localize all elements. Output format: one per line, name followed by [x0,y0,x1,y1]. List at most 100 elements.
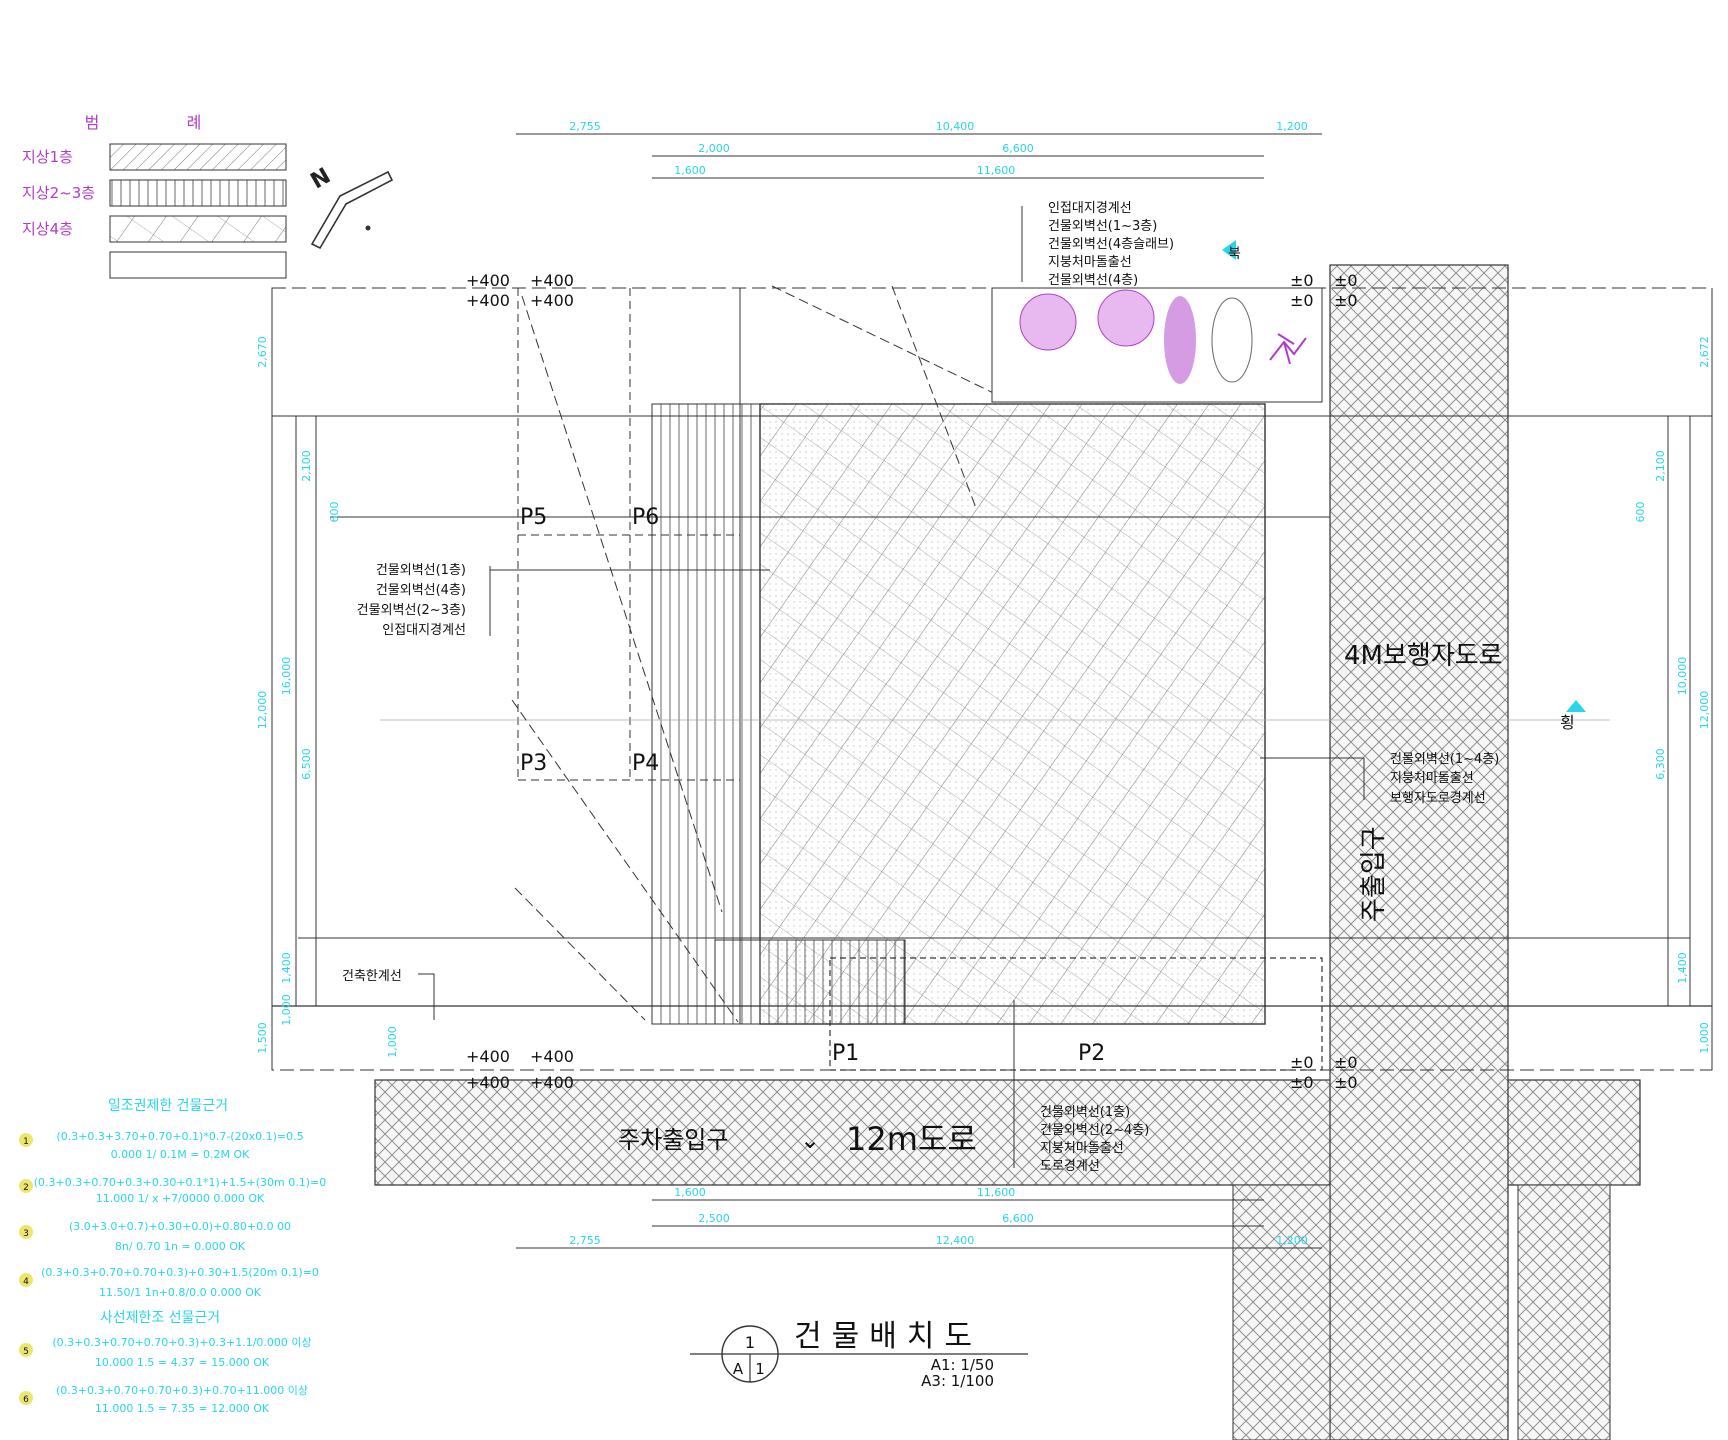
svg-text:(0.3+0.3+0.70+0.70+0.3)+0.3+1.: (0.3+0.3+0.70+0.70+0.3)+0.3+1.1/0.000 이상 [52,1336,311,1349]
left-callout-1: 건물외벽선(1층) [376,563,466,578]
north-marker-label: 북 [1228,246,1241,262]
side-marker-label: 횡 [1560,713,1575,732]
scale-a1: A1: 1/50 [931,1356,994,1374]
parking-labels: P5 P6 P3 P4 P1 P2 [520,505,1105,1066]
bottom-callout-2: 건물외벽선(2~4층) [1040,1123,1149,1138]
canopy-outline [829,957,1323,1071]
build-limit-callout: 건축한계선 [342,969,435,1020]
dim-bottom-3-c: 1,200 [1276,1234,1308,1247]
svg-text:(0.3+0.3+0.70+0.70+0.3)+0.70+1: (0.3+0.3+0.70+0.70+0.3)+0.70+11.000 이상 [56,1384,308,1397]
dim-left-4: 600 [328,502,341,523]
top-callout-3: 건물외벽선(4층슬래브) [1048,237,1174,252]
level-br1: ±0 [1290,1053,1314,1072]
svg-text:(0.3+0.3+0.70+0.70+0.3)+0.30+1: (0.3+0.3+0.70+0.70+0.3)+0.30+1.5(20m 0.1… [41,1266,319,1279]
level-bl3: +400 [466,1073,510,1092]
arrow-down-icon: ⌄ [800,1126,820,1154]
dim-top-1-c: 1,200 [1276,120,1308,133]
pedestrian-road [1329,264,1509,1440]
level-tl3: +400 [466,291,510,310]
svg-text:5: 5 [23,1347,29,1357]
level-br4: ±0 [1334,1073,1358,1092]
regs-title-2: 사선제한조 선물근거 [100,1310,220,1326]
level-br3: ±0 [1290,1073,1314,1092]
road-right-lower [1517,1184,1611,1440]
north-label: N [307,164,335,195]
bottom-callout: 건물외벽선(1층) 건물외벽선(2~4층) 지붕처마돌출선 도로경계선 [1013,1000,1149,1174]
svg-text:11.000 1.5 = 7.35 = 12.000 OK: 11.000 1.5 = 7.35 = 12.000 OK [95,1402,270,1415]
level-tr1: ±0 [1290,271,1314,290]
road-corner-lower [1232,1184,1331,1440]
left-callout-3: 건물외벽선(2~3층) [357,603,466,618]
svg-text:2: 2 [23,1183,29,1193]
svg-text:(0.3+0.3+0.70+0.3+0.30+0.1*1)+: (0.3+0.3+0.70+0.3+0.30+0.1*1)+1.5+(30m 0… [34,1176,327,1189]
dim-top-1-a: 2,755 [569,120,601,133]
parking-p1: P1 [832,1041,859,1066]
dim-left-7: 1,400 [280,952,293,984]
svg-text:0.000 1/ 0.1M = 0.2M OK: 0.000 1/ 0.1M = 0.2M OK [111,1148,251,1161]
dim-right-4: 10,000 [1676,657,1689,696]
dim-left-5: 12,000 [256,691,269,730]
level-tl2: +400 [530,271,574,290]
top-callout: 인접대지경계선 건물외벽선(1~3층) 건물외벽선(4층슬래브) 지붕처마돌출선… [1021,201,1174,288]
building-floor2-3-low [714,939,906,1025]
road-12m-label: 12m도로 [846,1120,977,1158]
legend-title-left: 범 [85,113,100,132]
parking-p4: P4 [632,751,659,776]
dim-bottom-3-a: 2,755 [569,1234,601,1247]
title-number-bottom-left: A [733,1360,744,1378]
legend-label-floor2-3: 지상2~3층 [22,184,95,202]
dimension-labels: 2,755 10,400 1,200 2,000 6,600 1,600 11,… [516,120,1322,1249]
legend-swatch-floor2-3 [109,179,287,207]
regulation-notes: 일조권제한 건물근거 1 (0.3+0.3+3.70+0.70+0.1)*0.7… [19,1098,326,1415]
left-callout-2: 건물외벽선(4층) [376,583,466,598]
scale-a3: A3: 1/100 [921,1372,994,1390]
svg-text:6: 6 [23,1395,29,1405]
tree-icon [1019,293,1077,351]
level-tl4: +400 [530,291,574,310]
building-floor2-3-strip [651,403,761,1025]
level-tr2: ±0 [1334,271,1358,290]
top-callout-1: 인접대지경계선 [1048,201,1132,216]
dim-left-1: 2,670 [256,336,269,368]
tree-legend-box [991,287,1323,403]
title-block: 1 A 1 건물배치도 A1: 1/50 A3: 1/100 [690,1319,1028,1390]
dim-bottom-2-b: 6,600 [1002,1212,1034,1225]
svg-text:11.000 1/ x +7/0000 0.000 OK: 11.000 1/ x +7/0000 0.000 OK [96,1192,265,1205]
dim-left-9: 1,000 [386,1026,399,1058]
right-callout: 건물외벽선(1~4층) 지붕처마돌출선 보행자도로경계선 [1260,752,1499,806]
north-marker: 북 [1222,240,1241,262]
main-entrance-label: 주출입구 [1359,826,1389,922]
dim-top-3-a: 1,600 [674,164,706,177]
dim-left-8: 1,000 [280,994,293,1026]
parking-p5: P5 [520,505,547,530]
dim-right-5: 12,000 [1698,691,1711,730]
legend-title-right: 례 [187,113,202,132]
tree-icon [1097,289,1155,347]
legend: 범 례 지상1층 지상2~3층 지상4층 [22,113,287,279]
right-callout-2: 지붕처마돌출선 [1390,771,1474,786]
svg-text:10.000 1.5 = 4.37 = 15.000 OK: 10.000 1.5 = 4.37 = 15.000 OK [95,1356,270,1369]
bottom-callout-4: 도로경계선 [1040,1159,1100,1174]
level-bl2: +400 [530,1047,574,1066]
svg-text:(0.3+0.3+3.70+0.70+0.1)*0.7-(2: (0.3+0.3+3.70+0.70+0.1)*0.7-(20x0.1)=0.5 [56,1130,303,1143]
dim-right-7: 1,400 [1676,952,1689,984]
dim-right-8: 1,000 [1698,1022,1711,1054]
parking-p3: P3 [520,751,547,776]
dim-left-2: 2,100 [300,450,313,482]
level-bl1: +400 [466,1047,510,1066]
dim-left-3: 16,000 [280,657,293,696]
side-marker: 횡 [1560,700,1586,732]
dim-left-10: 1,500 [256,1022,269,1054]
level-br2: ±0 [1334,1053,1358,1072]
bottom-callout-3: 지붕처마돌출선 [1040,1141,1124,1156]
dim-top-3-b: 11,600 [977,164,1016,177]
title-number-top: 1 [745,1333,755,1352]
legend-swatch-floor1 [109,143,287,171]
level-marks: +400 +400 +400 +400 ±0 ±0 ±0 ±0 +400 +40… [466,271,1358,1092]
top-callout-5: 건물외벽선(4층) [1048,273,1138,288]
dim-right-6: 6,300 [1654,748,1667,780]
top-callout-2: 건물외벽선(1~3층) [1048,219,1157,234]
top-callout-4: 지붕처마돌출선 [1048,255,1132,270]
title-number-bottom-right: 1 [755,1360,765,1378]
level-bl4: +400 [530,1073,574,1092]
